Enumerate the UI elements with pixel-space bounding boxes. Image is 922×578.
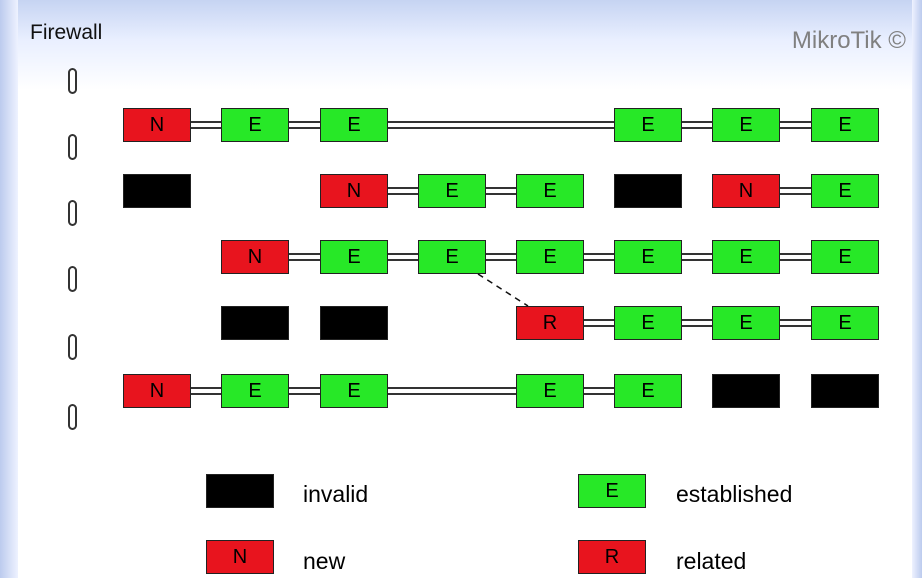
packet-established: E: [614, 108, 682, 142]
flow-link: [584, 319, 614, 327]
packet-established: E: [811, 240, 879, 274]
flow-link: [780, 187, 811, 195]
packet-established: E: [712, 306, 780, 340]
packet-established: E: [811, 174, 879, 208]
flow-link: [682, 253, 712, 261]
firewall-bar: [68, 404, 77, 430]
packet-established: E: [811, 108, 879, 142]
packet-established: E: [320, 374, 388, 408]
flow-link: [682, 121, 712, 129]
packet-related: R: [516, 306, 584, 340]
packet-invalid: [614, 174, 682, 208]
packet-established: E: [712, 240, 780, 274]
packet-established: E: [320, 240, 388, 274]
firewall-bar: [68, 68, 77, 94]
flow-link: [486, 187, 516, 195]
packet-established: E: [221, 374, 289, 408]
flow-link: [191, 121, 221, 129]
flow-link: [388, 121, 614, 129]
firewall-bar: [68, 200, 77, 226]
packet-new: N: [712, 174, 780, 208]
flow-link: [388, 387, 516, 395]
packet-invalid: [221, 306, 289, 340]
packet-invalid: [123, 174, 191, 208]
brand-label: MikroTik ©: [791, 27, 906, 54]
packet-new: N: [123, 108, 191, 142]
legend-established-label: established: [676, 481, 793, 507]
flow-link: [780, 319, 811, 327]
legend-invalid-swatch: [206, 474, 274, 508]
packet-established: E: [614, 306, 682, 340]
diagram-title: Firewall: [30, 21, 103, 44]
firewall-bar: [68, 134, 77, 160]
packet-new: N: [221, 240, 289, 274]
flow-link: [289, 253, 320, 261]
flow-link: [388, 187, 418, 195]
packet-established: E: [712, 108, 780, 142]
packet-established: E: [516, 174, 584, 208]
packet-established: E: [320, 108, 388, 142]
flow-link: [388, 253, 418, 261]
flow-link: [289, 121, 320, 129]
packet-new: N: [320, 174, 388, 208]
flow-link: [289, 387, 320, 395]
firewall-bar: [68, 334, 77, 360]
flow-link: [682, 319, 712, 327]
legend-related-swatch: R: [578, 540, 646, 574]
packet-new: N: [123, 374, 191, 408]
flow-link: [191, 387, 221, 395]
packet-established: E: [221, 108, 289, 142]
packet-invalid: [712, 374, 780, 408]
flow-link: [780, 253, 811, 261]
legend-related-label: related: [676, 548, 747, 574]
packet-established: E: [516, 240, 584, 274]
packet-established: E: [811, 306, 879, 340]
related-link-line: [477, 273, 529, 307]
flow-link: [584, 253, 614, 261]
flow-link: [584, 387, 614, 395]
packet-established: E: [614, 374, 682, 408]
packet-established: E: [418, 174, 486, 208]
packet-invalid: [320, 306, 388, 340]
flow-link: [780, 121, 811, 129]
firewall-bar: [68, 266, 77, 292]
legend-established-swatch: E: [578, 474, 646, 508]
legend-new-label: new: [303, 548, 346, 574]
legend-new-swatch: N: [206, 540, 274, 574]
flow-link: [486, 253, 516, 261]
packet-invalid: [811, 374, 879, 408]
packet-established: E: [516, 374, 584, 408]
legend-invalid-label: invalid: [303, 481, 369, 507]
packet-established: E: [418, 240, 486, 274]
packet-established: E: [614, 240, 682, 274]
